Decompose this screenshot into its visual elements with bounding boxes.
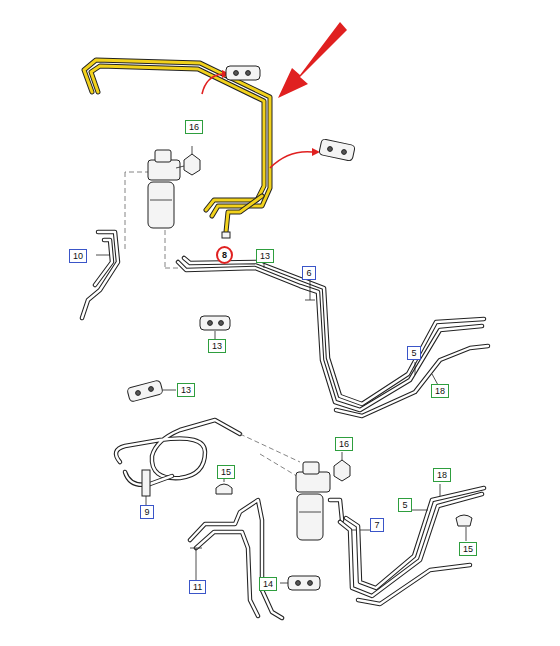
callout-number: 15 [459,542,477,556]
callout-number: 18 [431,384,449,398]
callout-number: 10 [69,249,87,263]
callout-number: 7 [370,518,384,532]
callout-number: 13 [208,339,226,353]
callout-number: 6 [302,266,316,280]
callout-number: 13 [256,249,274,263]
callout-number: 16 [185,120,203,134]
callout-number: 14 [259,577,277,591]
callout-number: 15 [217,465,235,479]
callout-number: 5 [407,346,421,360]
callout-number: 16 [335,437,353,451]
callout-number: 18 [433,468,451,482]
callout-number: 13 [177,383,195,397]
callout-number: 8 [216,246,233,264]
callout-number: 11 [189,580,206,594]
callout-number: 9 [140,505,154,519]
callout-number: 5 [398,498,412,512]
